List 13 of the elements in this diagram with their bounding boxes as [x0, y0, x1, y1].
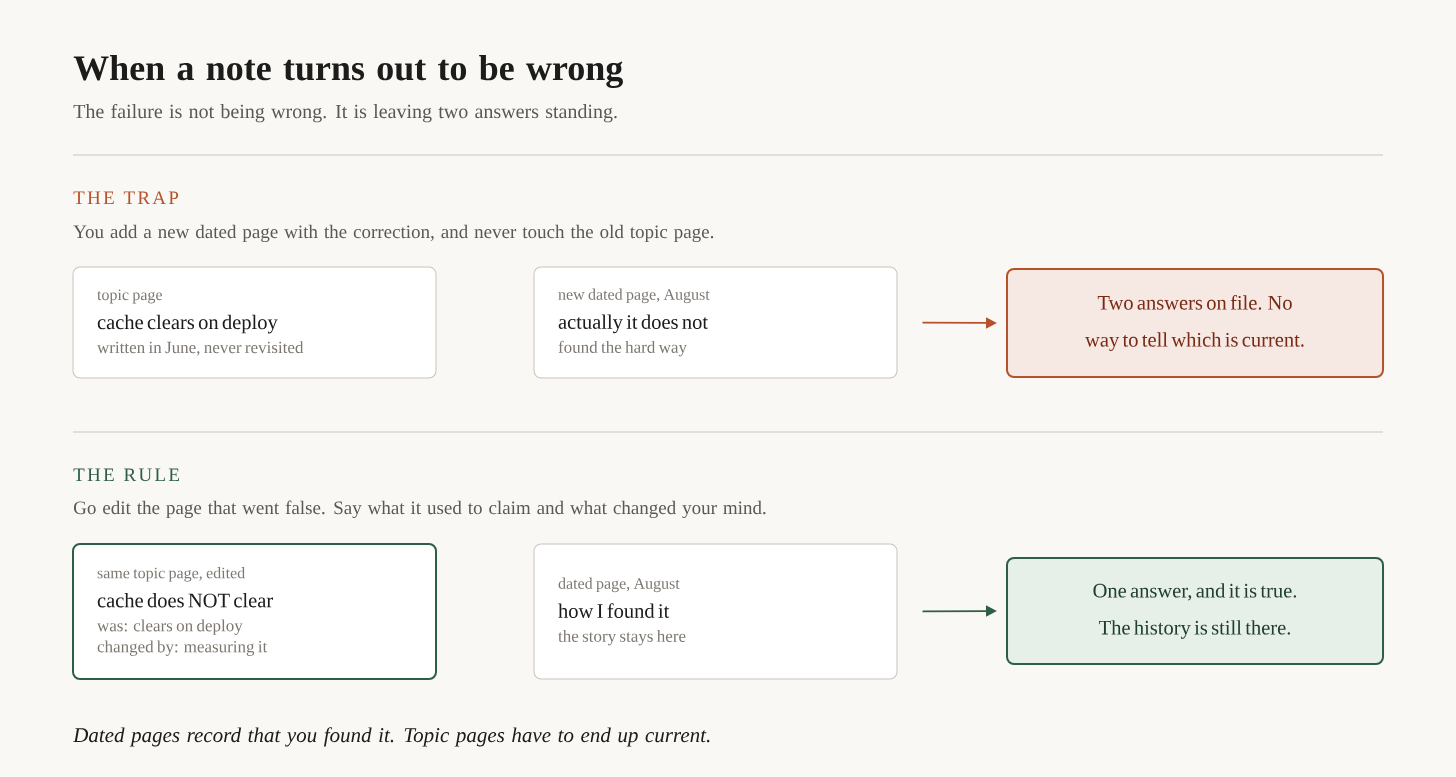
section-description: You add a new dated page with the correction, and never touch the old topic page.	[73, 224, 714, 243]
section-heading: THE RULE	[73, 468, 179, 482]
page-card: same topic page, edited cache does NOT clear was: clears on deploy changed by: measuring it	[72, 543, 437, 680]
page-card: dated page, August how I found it the story stays here	[533, 543, 898, 680]
page-card: topic page cache clears on deploy written in June, never revisited	[72, 266, 437, 379]
section-heading: THE TRAP	[73, 191, 179, 204]
section-description: Go edit the page that went false. Say what it used to claim and what changed your mind.	[74, 500, 766, 519]
outcome-box: Two answers on file. No way to tell which is current.	[1006, 268, 1384, 378]
title: When a note turns out to be wrong	[73, 55, 623, 88]
outcome-box: One answer, and it is true. The history is still there.	[1006, 557, 1384, 665]
page-card: new dated page, August actually it does not found the hard way	[533, 266, 898, 379]
caption: Dated pages record that you found it. Topic pages have to end up current.	[72, 727, 710, 747]
subtitle: The failure is not being wrong. It is leaving two answers standing.	[73, 103, 617, 123]
